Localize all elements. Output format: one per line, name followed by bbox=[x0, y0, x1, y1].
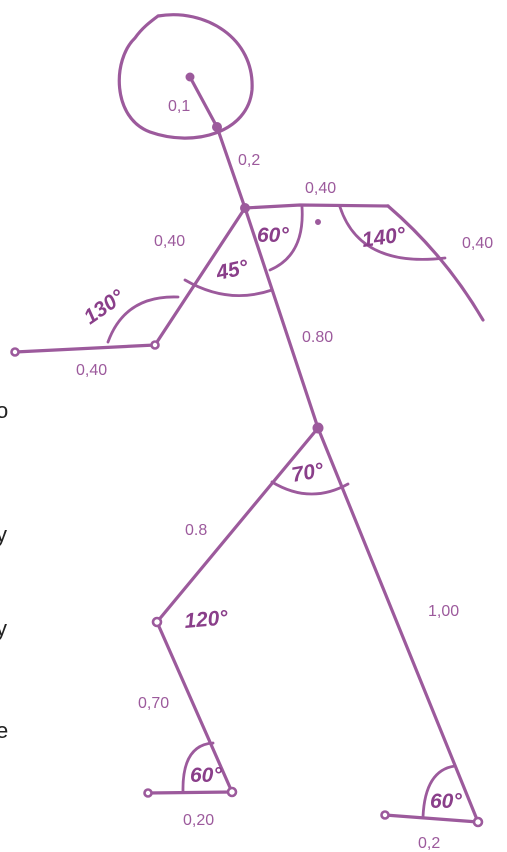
shoulder-right-length-label: 0,40 bbox=[305, 180, 336, 197]
head-radius-line bbox=[188, 75, 219, 129]
shoulder-line bbox=[243, 203, 390, 210]
ankle-right-angle-label: 60° bbox=[430, 790, 462, 813]
right-toe-joint bbox=[380, 810, 390, 820]
head-radius-label: 0,1 bbox=[168, 98, 190, 115]
left-hand-joint bbox=[10, 347, 20, 357]
foot-left-length-label: 0,20 bbox=[183, 812, 214, 829]
elbow-left-angle-label: 130° bbox=[80, 285, 129, 329]
foot-right-length-label: 0,2 bbox=[418, 835, 440, 852]
torso-segment bbox=[243, 206, 320, 430]
left-toe-joint bbox=[143, 788, 153, 798]
shin-left-length-label: 0,70 bbox=[138, 695, 169, 712]
torso-length-label: 0.80 bbox=[302, 329, 333, 346]
elbow-left-angle-arc bbox=[106, 295, 180, 344]
ankle-left-angle-arc bbox=[181, 741, 215, 794]
shoulder-left-angle-label: 45° bbox=[213, 256, 250, 285]
left-knee-joint bbox=[151, 616, 163, 628]
thigh-left-length-label: 0.8 bbox=[185, 522, 207, 539]
edge-text-fragment: o bbox=[0, 398, 8, 423]
forearm-left-length-label: 0,40 bbox=[76, 362, 107, 379]
left-foot-segment bbox=[146, 790, 234, 795]
right-ankle-joint bbox=[472, 816, 484, 828]
head-center-joint bbox=[185, 72, 195, 82]
upper-arm-left-length-label: 0,40 bbox=[154, 233, 185, 250]
shoulder-left-angle-arc bbox=[183, 278, 274, 297]
right-foot-segment bbox=[383, 813, 480, 824]
left-forearm-segment bbox=[13, 343, 157, 354]
left-shin-segment bbox=[155, 620, 234, 794]
left-ankle-joint bbox=[226, 786, 238, 798]
ankle-right-angle-arc bbox=[421, 764, 457, 819]
leg-right-length-label: 1,00 bbox=[428, 603, 459, 620]
neck-joint bbox=[212, 122, 222, 132]
shoulder-right-angle-arc bbox=[338, 205, 447, 261]
left-thigh-segment bbox=[155, 426, 320, 624]
hip-joint bbox=[312, 422, 324, 434]
right-leg-segment bbox=[316, 426, 480, 824]
mid-shoulder-dot bbox=[315, 219, 321, 225]
ankle-left-angle-label: 60° bbox=[190, 764, 222, 787]
shoulder-joint bbox=[240, 203, 250, 213]
edge-text-fragment: e bbox=[0, 718, 8, 743]
arm-right-length-label: 0,40 bbox=[462, 235, 493, 252]
left-elbow-joint bbox=[150, 340, 160, 350]
head-circle bbox=[117, 13, 254, 140]
neck-length-label: 0,2 bbox=[238, 152, 260, 169]
shoulder-center-angle-arc bbox=[268, 205, 304, 272]
neck-segment bbox=[215, 125, 247, 210]
left-upper-arm-segment bbox=[153, 206, 247, 347]
hip-angle-arc bbox=[270, 480, 350, 496]
shoulder-center-angle-label: 60° bbox=[257, 224, 289, 247]
hip-angle-label: 70° bbox=[290, 459, 326, 487]
edge-text-fragment: y bbox=[0, 616, 7, 641]
edge-text-fragment: y bbox=[0, 522, 7, 547]
shoulder-right-angle-label: 140° bbox=[360, 223, 407, 252]
knee-left-angle-label: 120° bbox=[183, 606, 229, 633]
